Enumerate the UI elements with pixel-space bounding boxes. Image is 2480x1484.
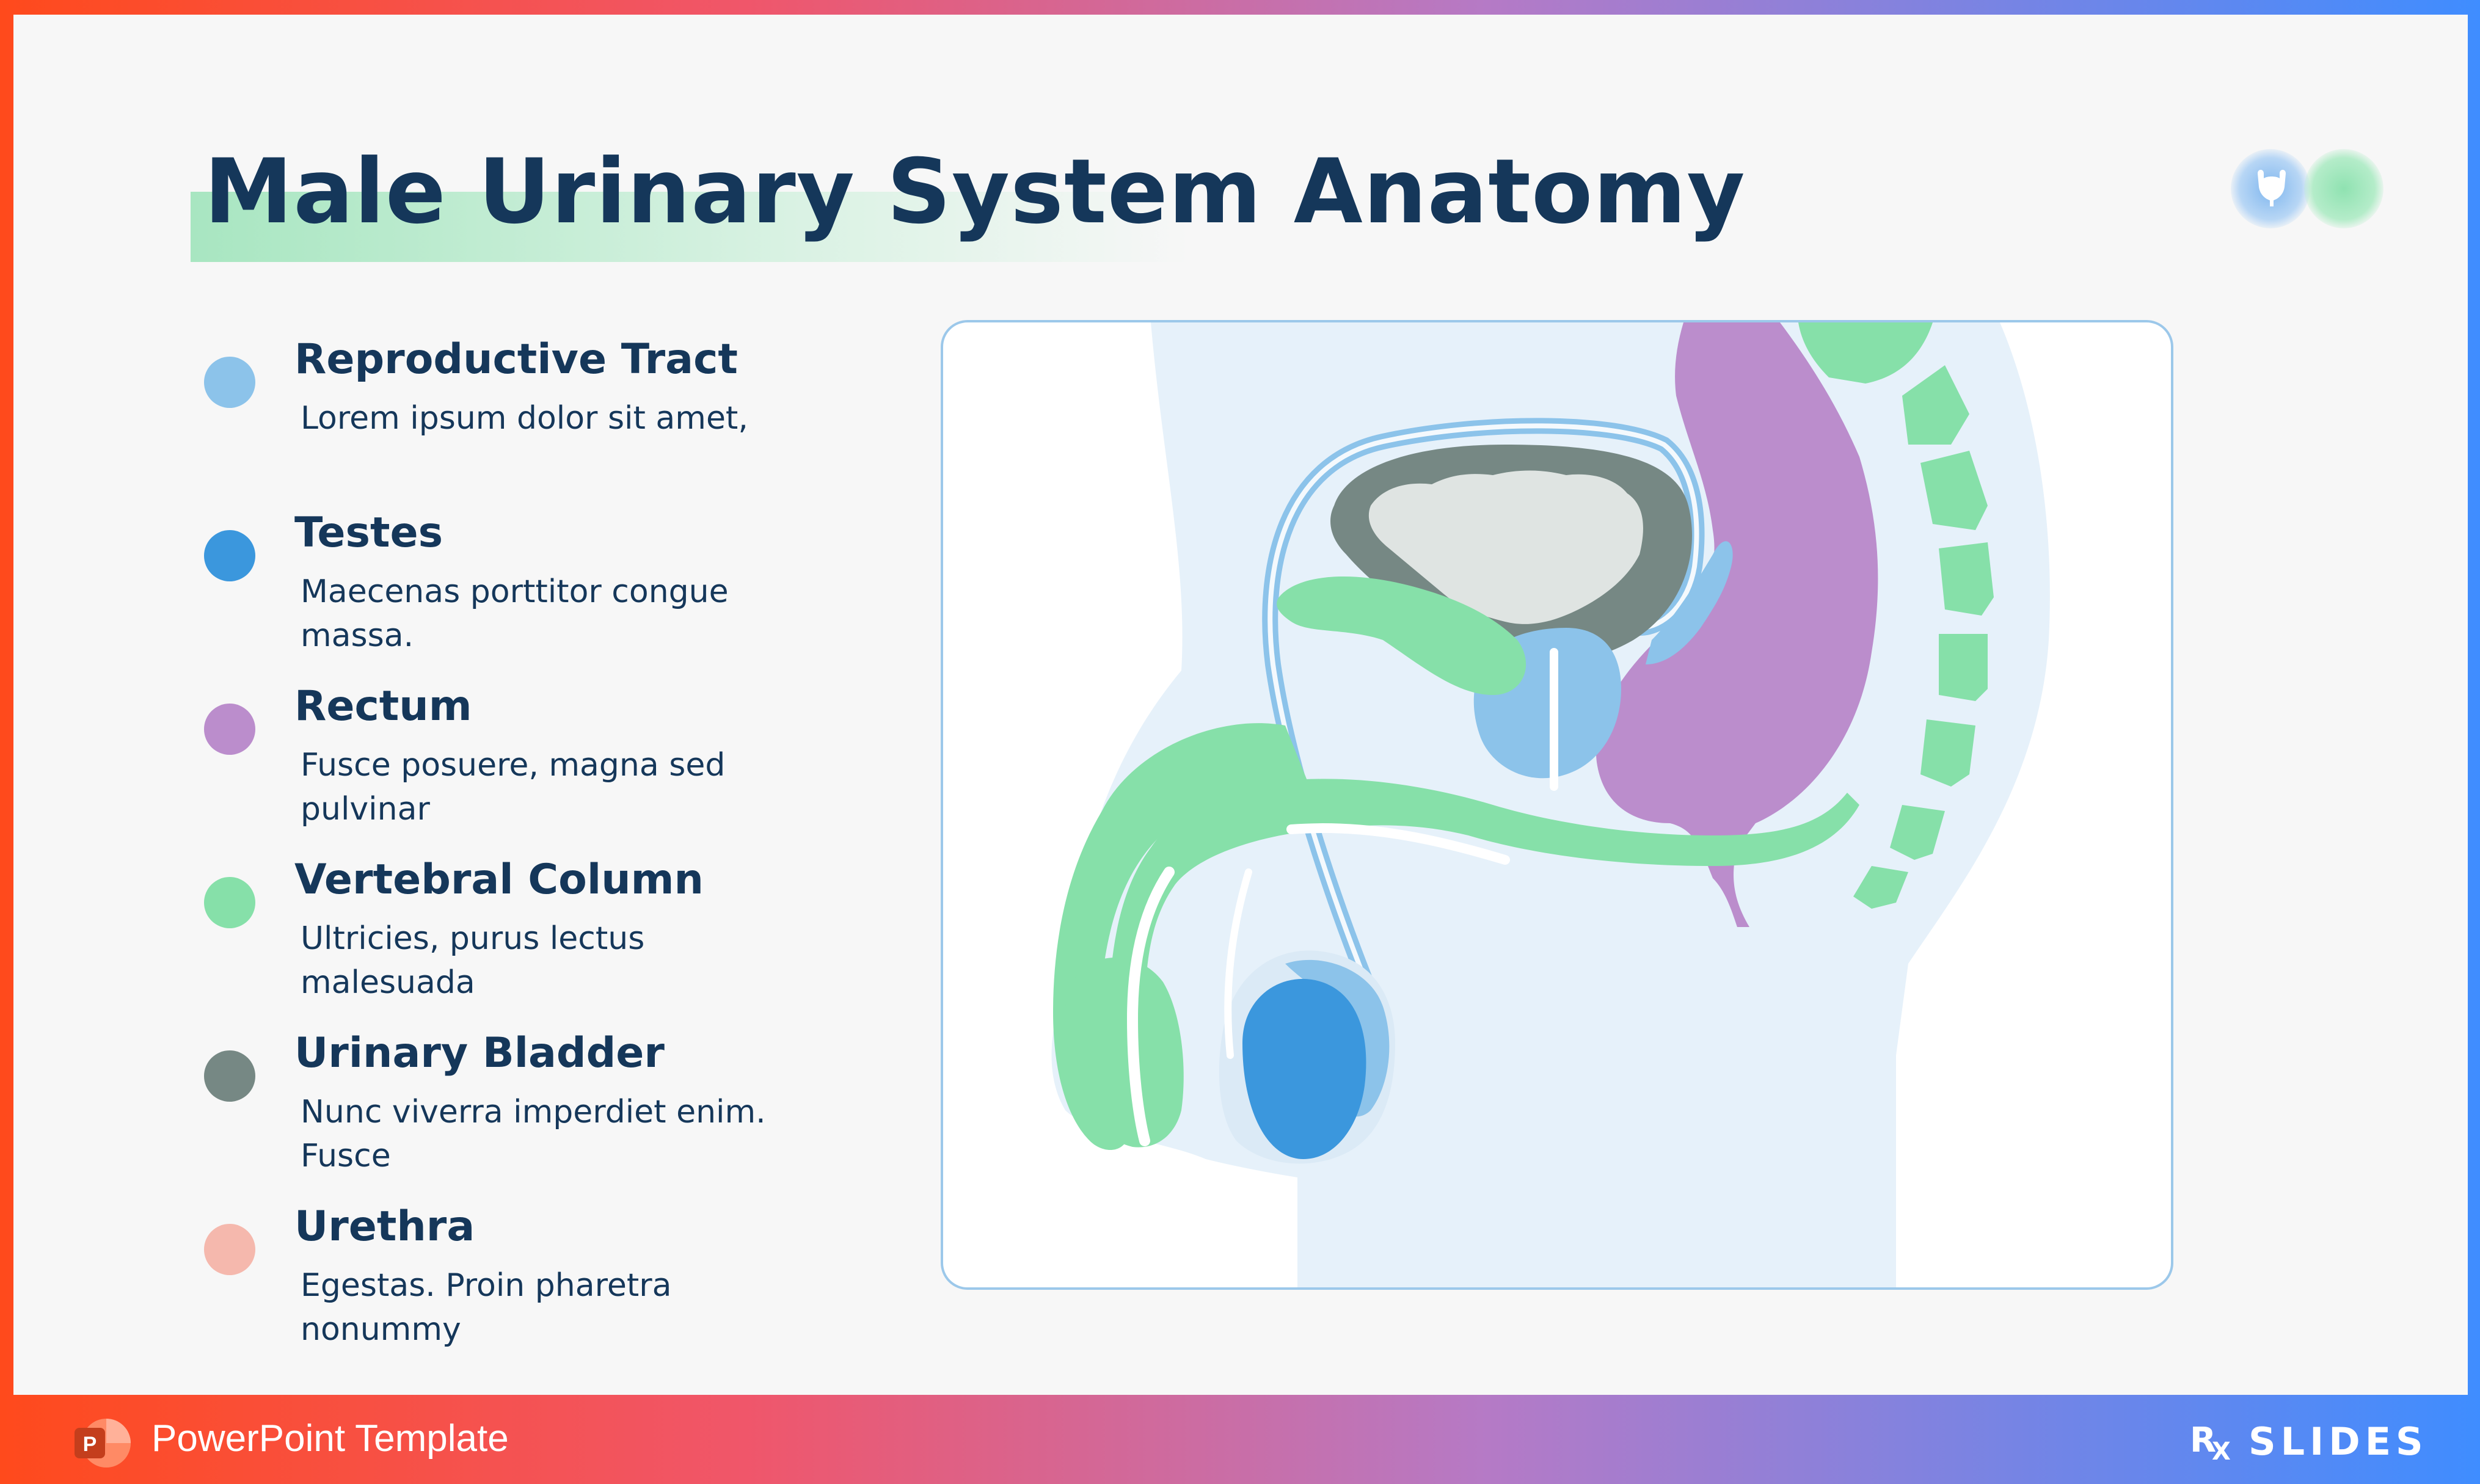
page-title: Male Urinary System Anatomy <box>204 140 1746 244</box>
footer-bar: P PowerPoint Template R X SLIDES <box>0 1395 2480 1484</box>
brand-name: SLIDES <box>2248 1419 2428 1464</box>
glans <box>1065 958 1184 1148</box>
slide-canvas: Male Urinary System Anatomy Reproductive… <box>13 15 2468 1395</box>
legend-item-title: Vertebral Column <box>294 856 704 904</box>
testes-dot <box>204 530 255 581</box>
corpus-cavernosum <box>1277 577 1526 695</box>
seminal-vesicle <box>1646 541 1733 664</box>
legend-item-desc: Egestas. Proin pharetra nonummy <box>301 1267 672 1348</box>
legend-item-desc: Lorem ipsum dolor sit amet, <box>301 400 748 437</box>
legend-item-urethra: Urethra Egestas. Proin pharetra nonummy <box>197 1193 808 1352</box>
legend-item-title: Urethra <box>294 1202 475 1251</box>
legend-item-title: Urinary Bladder <box>294 1029 665 1077</box>
legend-item-title: Reproductive Tract <box>294 335 738 384</box>
green-blob <box>2304 149 2383 228</box>
legend-item-rectum: Rectum Fusce posuere, magna sed pulvinar <box>197 673 808 832</box>
svg-text:P: P <box>83 1433 97 1456</box>
legend-item-urinary-bladder: Urinary Bladder Nunc viverra imperdiet e… <box>197 1020 808 1179</box>
rectum <box>1596 322 1878 927</box>
title-highlight <box>191 192 1189 262</box>
bladder-icon <box>2258 170 2286 206</box>
anatomy-diagram <box>941 320 2173 1290</box>
vertebral-column <box>1798 322 1994 909</box>
reproductive-tract-dot <box>204 357 255 408</box>
brand-x: X <box>2212 1438 2231 1466</box>
rectum-dot <box>204 704 255 755</box>
testis <box>1242 978 1366 1159</box>
legend-item-desc: Nunc viverra imperdiet enim. Fusce <box>301 1094 766 1174</box>
legend-item-title: Testes <box>294 509 443 557</box>
urinary-bladder-dot <box>204 1050 255 1102</box>
footer-label: PowerPoint Template <box>151 1417 509 1460</box>
legend-item-reproductive-tract: Reproductive Tract Lorem ipsum dolor sit… <box>197 326 808 485</box>
legend-item-vertebral-column: Vertebral Column Ultricies, purus lectus… <box>197 846 808 1005</box>
legend-item-desc: Fusce posuere, magna sed pulvinar <box>301 747 726 827</box>
legend-item-desc: Maecenas porttitor congue massa. <box>301 573 729 654</box>
legend-item-desc: Ultricies, purus lectus malesuada <box>301 920 645 1001</box>
legend-item-testes: Testes Maecenas porttitor congue massa. <box>197 500 808 658</box>
penis-outer <box>1053 723 1310 1150</box>
anatomy-illustration <box>1051 322 2050 1287</box>
bladder-lumen <box>1368 470 1643 624</box>
powerpoint-icon: P <box>75 1419 131 1468</box>
urethra-dot <box>204 1224 255 1275</box>
corner-decoration <box>2212 143 2383 235</box>
brand-rx: R <box>2190 1420 2217 1460</box>
legend-item-title: Rectum <box>294 682 472 730</box>
vertebral-column-dot <box>204 877 255 928</box>
